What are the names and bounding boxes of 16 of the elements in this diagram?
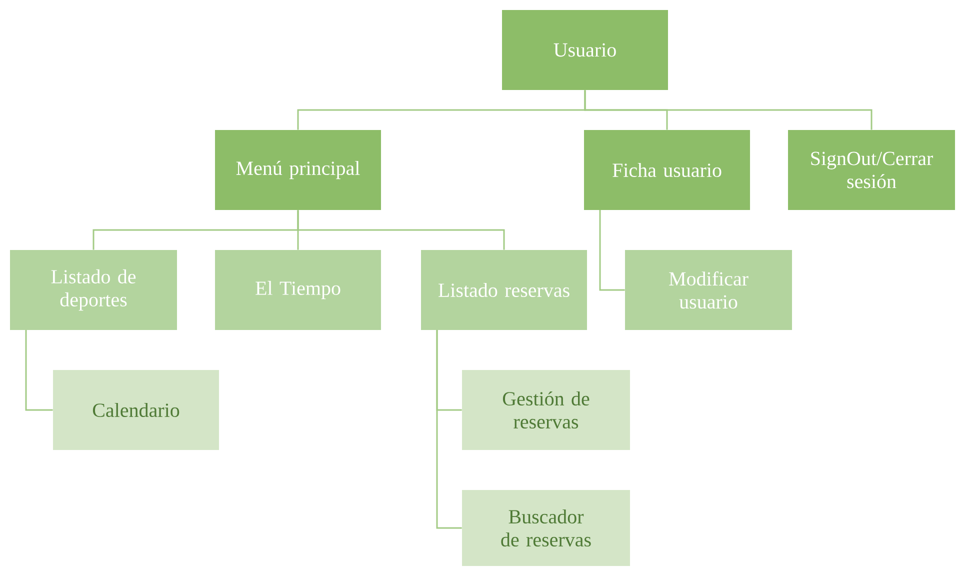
connector-line (584, 90, 872, 130)
connector-line (297, 210, 505, 250)
org-box: Listado reservas (421, 250, 587, 330)
org-box: Menú principal (215, 130, 381, 210)
org-box: Listado de deportes (10, 250, 177, 330)
org-box: Calendario (53, 370, 219, 450)
org-box: El Tiempo (215, 250, 381, 330)
org-box: Gestión de reservas (462, 370, 630, 450)
org-box: Modificar usuario (625, 250, 792, 330)
org-box: Usuario (502, 10, 668, 90)
org-box: SignOut/Cerrar sesión (788, 130, 956, 210)
org-box: Ficha usuario (584, 130, 750, 210)
connector-line (25, 330, 53, 411)
connector-line (599, 210, 625, 291)
org-box: Buscador de reservas (462, 490, 630, 566)
connector-line (436, 330, 462, 529)
